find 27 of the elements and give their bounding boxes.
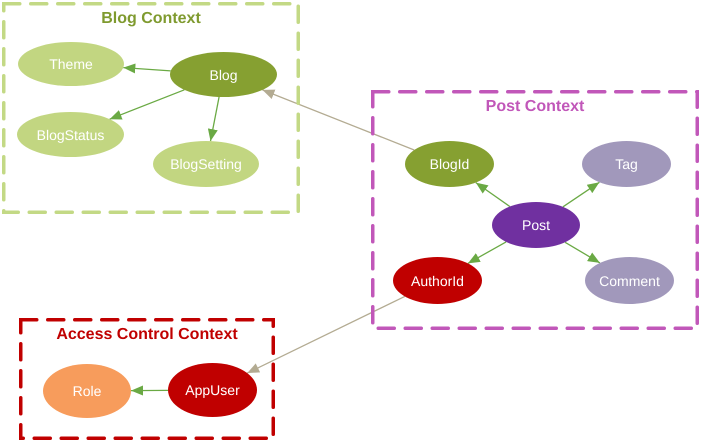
context-title: Blog Context <box>101 10 201 28</box>
context-boundary <box>2 2 300 214</box>
arrow <box>475 182 510 208</box>
arrow <box>208 96 220 142</box>
entity-ellipse: Blog <box>170 52 277 97</box>
context-title: Access Control Context <box>56 326 238 344</box>
arrow <box>109 89 185 120</box>
entity-ellipse: Role <box>43 364 131 418</box>
entity-ellipse: BlogSetting <box>153 141 259 187</box>
entity-ellipse: Tag <box>582 141 671 187</box>
entity-ellipse: Theme <box>18 42 124 86</box>
entity-ellipse: Post <box>492 202 580 248</box>
arrow <box>262 89 414 151</box>
entity-ellipse: Comment <box>585 257 674 304</box>
arrow <box>246 296 406 374</box>
arrow <box>123 63 171 74</box>
context-title: Post Context <box>486 98 584 116</box>
context-boundary <box>19 318 275 440</box>
context-boundary <box>371 90 699 330</box>
arrow <box>131 386 168 396</box>
entity-ellipse: AuthorId <box>393 257 482 304</box>
arrow <box>564 242 600 264</box>
entity-ellipse: AppUser <box>168 363 257 417</box>
entity-ellipse: BlogStatus <box>17 112 124 157</box>
arrow <box>562 182 600 208</box>
arrow <box>468 241 506 264</box>
entity-ellipse: BlogId <box>405 141 494 187</box>
